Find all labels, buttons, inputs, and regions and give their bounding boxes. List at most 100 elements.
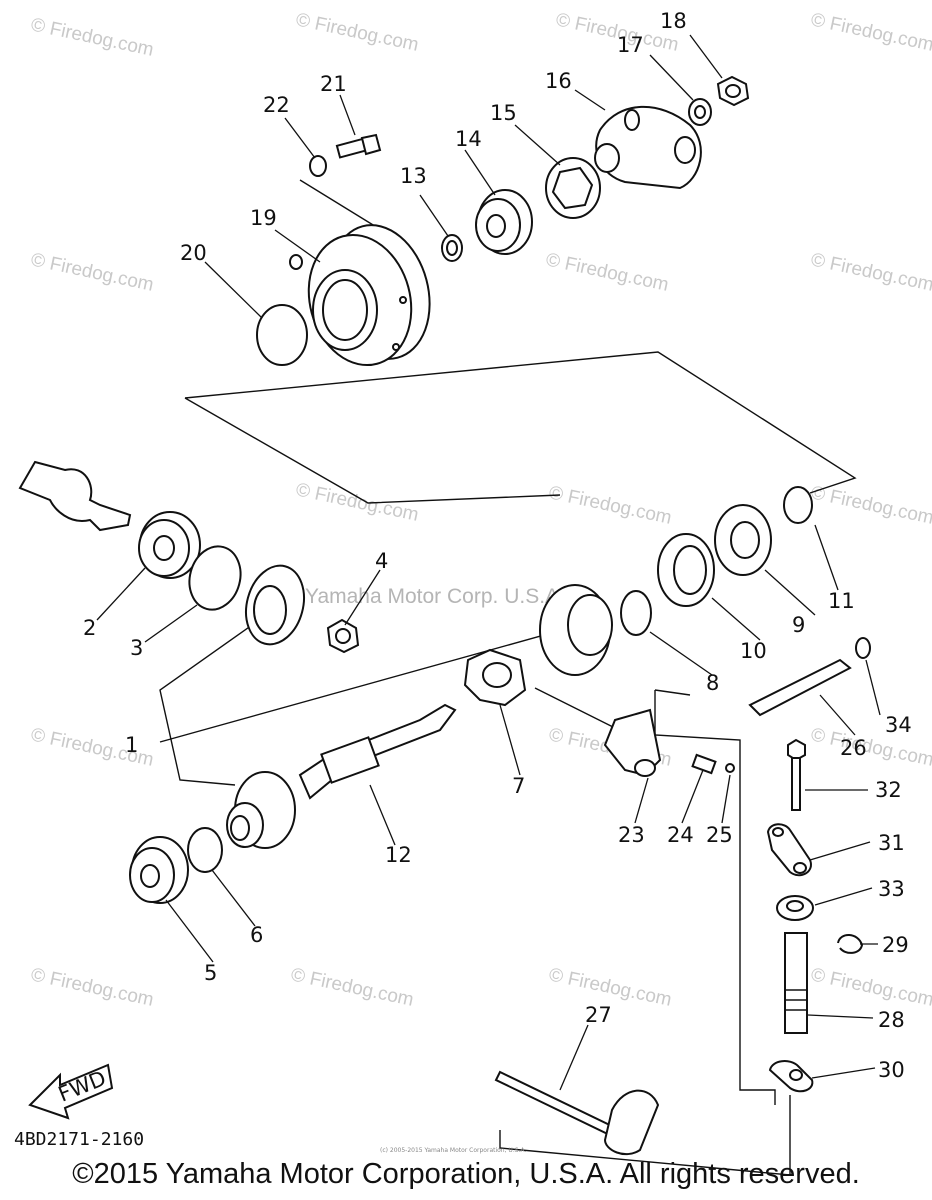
- callout-2: 2: [83, 616, 96, 640]
- callout-12: 12: [385, 843, 412, 867]
- part-14-bearing: [475, 189, 533, 255]
- tiny-copyright: (c) 2005-2015 Yamaha Motor Corporation, …: [380, 1147, 526, 1154]
- part-7-clutch: [463, 648, 527, 707]
- part-28-shaft: [784, 932, 808, 1034]
- callout-9: 9: [792, 613, 805, 637]
- callout-25: 25: [706, 823, 733, 847]
- part-18-nut: [716, 75, 750, 107]
- callout-14: 14: [455, 127, 482, 151]
- watermark: © Firedog.com: [289, 964, 416, 1011]
- callout-32: 32: [875, 778, 902, 802]
- part-6-shim: [187, 827, 223, 873]
- part-17-washer: [688, 98, 712, 126]
- part-2-bearing: [138, 511, 201, 579]
- part-34-oring: [855, 637, 871, 659]
- diagram-code: 4BD2171-2160: [14, 1129, 144, 1150]
- part-4-nut: [326, 618, 360, 654]
- callout-26: 26: [840, 736, 867, 760]
- watermark: © Firedog.com: [294, 479, 421, 526]
- callout-11: 11: [828, 589, 855, 613]
- callout-31: 31: [878, 831, 905, 855]
- part-30-lever: [768, 1060, 814, 1093]
- shift-group-outline: [654, 690, 776, 1105]
- callout-34: 34: [885, 713, 912, 737]
- callout-20: 20: [180, 241, 207, 265]
- part-1-gear-lower: [226, 771, 296, 849]
- callout-16: 16: [545, 69, 572, 93]
- watermark: © Firedog.com: [809, 249, 932, 296]
- callout-1: 1: [125, 733, 138, 757]
- callout-8: 8: [706, 671, 719, 695]
- callout-22: 22: [263, 93, 290, 117]
- shift-group-outline: [654, 689, 691, 696]
- callout-15: 15: [490, 101, 517, 125]
- fwd-arrow-icon: FWD: [28, 1063, 114, 1120]
- part-25-ball: [725, 763, 735, 773]
- part-bevel-gear: [539, 584, 613, 676]
- callout-17: 17: [617, 33, 644, 57]
- part-29-clip: [837, 934, 864, 954]
- part-26-rod: [748, 658, 852, 717]
- housing-group-outline: [184, 351, 857, 494]
- watermark: © Firedog.com: [809, 482, 932, 529]
- callout-3: 3: [130, 636, 143, 660]
- callout-23: 23: [618, 823, 645, 847]
- part-32-bolt: [787, 738, 806, 811]
- housing-group-outline: [299, 179, 379, 229]
- leader-lines: [96, 34, 881, 1091]
- center-watermark: Yamaha Motor Corp. U.S.A.: [305, 585, 565, 608]
- part-8-oring: [620, 590, 652, 636]
- part-19-housing: [289, 224, 431, 367]
- part-22-washer: [309, 155, 327, 177]
- shift-group-outline: [534, 687, 616, 729]
- callout-5: 5: [204, 961, 217, 985]
- watermark: © Firedog.com: [294, 9, 421, 56]
- callout-33: 33: [878, 877, 905, 901]
- callout-19: 19: [250, 206, 277, 230]
- part-15-seal: [545, 157, 601, 219]
- callout-10: 10: [740, 639, 767, 663]
- watermark: © Firedog.com: [29, 14, 156, 61]
- part-5-bearing: [129, 836, 189, 904]
- callout-4: 4: [375, 549, 388, 573]
- part-23-fork: [603, 708, 662, 777]
- part-31-arm: [766, 823, 812, 877]
- callout-13: 13: [400, 164, 427, 188]
- shaft-left: [18, 460, 132, 532]
- part-10-retainer: [657, 533, 715, 607]
- part-16-bracket: [594, 105, 702, 190]
- watermark: © Firedog.com: [809, 724, 932, 771]
- part-33-washer: [776, 895, 814, 921]
- part-1-gear-upper: [245, 564, 305, 646]
- part-13-circlip: [441, 234, 463, 262]
- callouts: 18 17 16 15 14 13 21 22 19 20 2 3 4 1 5 …: [83, 9, 912, 1082]
- watermark: © Firedog.com: [547, 482, 674, 529]
- part-9-seal: [714, 504, 772, 576]
- callout-27: 27: [585, 1003, 612, 1027]
- watermark: © Firedog.com: [809, 9, 932, 56]
- part-12-shaft: [298, 703, 457, 800]
- gear-group-outline: [159, 617, 263, 786]
- callout-29: 29: [882, 933, 909, 957]
- callout-21: 21: [320, 72, 347, 96]
- watermark: © Firedog.com: [29, 964, 156, 1011]
- watermark: © Firedog.com: [29, 249, 156, 296]
- shift-group-outline: [499, 1095, 791, 1176]
- callout-6: 6: [250, 923, 263, 947]
- part-21-bolt: [335, 133, 382, 159]
- callout-30: 30: [878, 1058, 905, 1082]
- part-20-shim: [256, 304, 308, 366]
- part-24-spring: [691, 753, 717, 775]
- footer-copyright: ©2015 Yamaha Motor Corporation, U.S.A. A…: [72, 1158, 860, 1190]
- part-3-oring: [188, 545, 242, 611]
- callout-24: 24: [667, 823, 694, 847]
- callout-28: 28: [878, 1008, 905, 1032]
- watermark: © Firedog.com: [544, 249, 671, 296]
- housing-group-outline: [184, 397, 561, 504]
- part-11-circlip: [783, 486, 813, 524]
- watermark: © Firedog.com: [809, 964, 932, 1011]
- callout-7: 7: [512, 774, 525, 798]
- callout-18: 18: [660, 9, 687, 33]
- part-27-rod: [494, 1070, 660, 1156]
